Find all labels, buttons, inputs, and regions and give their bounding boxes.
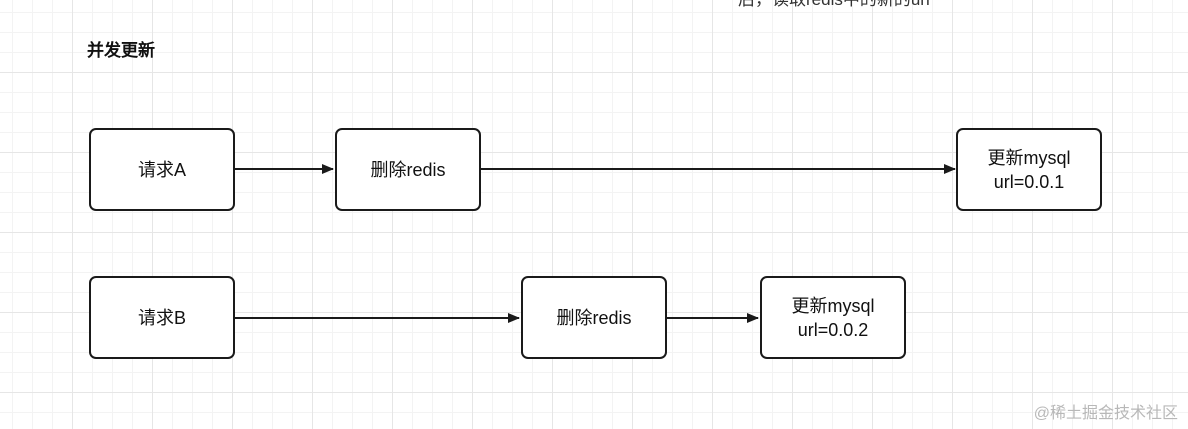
node-update-mysql-a-line2: url=0.0.1 [993,171,1065,192]
node-update-mysql-b-line2: url=0.0.2 [797,319,869,340]
node-delete-redis-a-label: 删除redis [370,159,446,180]
node-update-mysql-a-line1: 更新mysql [987,147,1071,168]
node-update-mysql-b-line1: 更新mysql [791,295,875,316]
node-request-a-label: 请求A [137,159,186,180]
node-update-mysql-b[interactable]: 更新mysql url=0.0.2 [760,276,906,359]
section-title: 并发更新 [87,41,155,60]
node-delete-redis-a[interactable]: 删除redis [335,128,481,211]
watermark-text: @稀土掘金技术社区 [1033,405,1178,422]
node-request-b[interactable]: 请求B [89,276,235,359]
clipped-note-text: 后，读取redis中的新的url [738,0,930,10]
node-delete-redis-b[interactable]: 删除redis [521,276,667,359]
node-update-mysql-a[interactable]: 更新mysql url=0.0.1 [956,128,1102,211]
node-delete-redis-b-label: 删除redis [556,307,632,328]
node-request-b-label: 请求B [137,307,186,328]
node-request-a[interactable]: 请求A [89,128,235,211]
